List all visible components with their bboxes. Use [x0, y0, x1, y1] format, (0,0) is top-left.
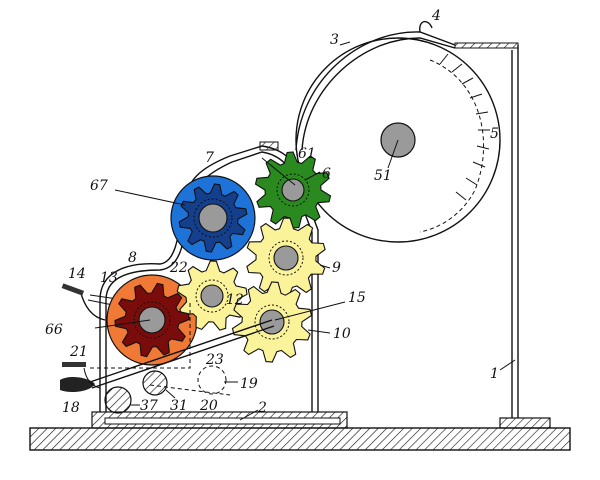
- label-23: 23: [205, 352, 224, 368]
- gears: [114, 151, 332, 363]
- base: [29, 411, 571, 451]
- label-9: 9: [332, 260, 341, 276]
- roller-37: [104, 386, 132, 414]
- label-4: 4: [431, 8, 441, 24]
- gear-12-hub: [200, 284, 224, 308]
- label-67: 67: [90, 178, 108, 194]
- label-31: 31: [170, 398, 188, 414]
- label-3: 3: [330, 32, 339, 48]
- label-6: 6: [322, 166, 331, 182]
- gear-9-hub: [273, 245, 299, 271]
- label-2: 2: [257, 400, 267, 416]
- label-37: 37: [140, 398, 158, 414]
- gear-10-hub: [259, 309, 285, 335]
- label-51: 51: [374, 168, 392, 184]
- label-1: 1: [490, 366, 499, 382]
- gear-61-hub: [281, 178, 305, 202]
- lever-handle: [60, 377, 95, 392]
- gear-9-pitch: [268, 240, 304, 276]
- gear-12-pitch: [195, 279, 229, 313]
- label-18: 18: [62, 400, 80, 416]
- label-14: 14: [68, 266, 86, 282]
- roller-31: [142, 370, 168, 396]
- label-15: 15: [348, 290, 366, 306]
- label-13: 13: [100, 270, 118, 286]
- lower-mechanism: [60, 300, 275, 414]
- label-7: 7: [205, 150, 214, 166]
- gear-66-hub: [138, 306, 166, 334]
- gear-67-hub: [198, 203, 228, 233]
- label-10: 10: [333, 326, 351, 342]
- label-66: 66: [45, 322, 63, 338]
- label-5: 5: [490, 126, 499, 142]
- label-20: 20: [199, 398, 218, 414]
- gear-61-pitch: [276, 173, 310, 207]
- label-22: 22: [169, 260, 188, 276]
- housing-frame: [99, 21, 519, 418]
- label-8: 8: [128, 250, 137, 266]
- leader-lines: [94, 41, 516, 421]
- labels: 3 4 5 51 61 6 7 67 9 8 14 13 22 12 15 66…: [45, 8, 499, 416]
- drum-slots: [439, 53, 490, 201]
- label-61: 61: [298, 146, 316, 162]
- label-12: 12: [226, 292, 244, 308]
- gear-67-pitch: [193, 198, 233, 238]
- gear-10-pitch: [254, 304, 290, 340]
- label-21: 21: [69, 344, 88, 360]
- gear-66-pitch: [133, 301, 171, 339]
- label-19: 19: [240, 376, 258, 392]
